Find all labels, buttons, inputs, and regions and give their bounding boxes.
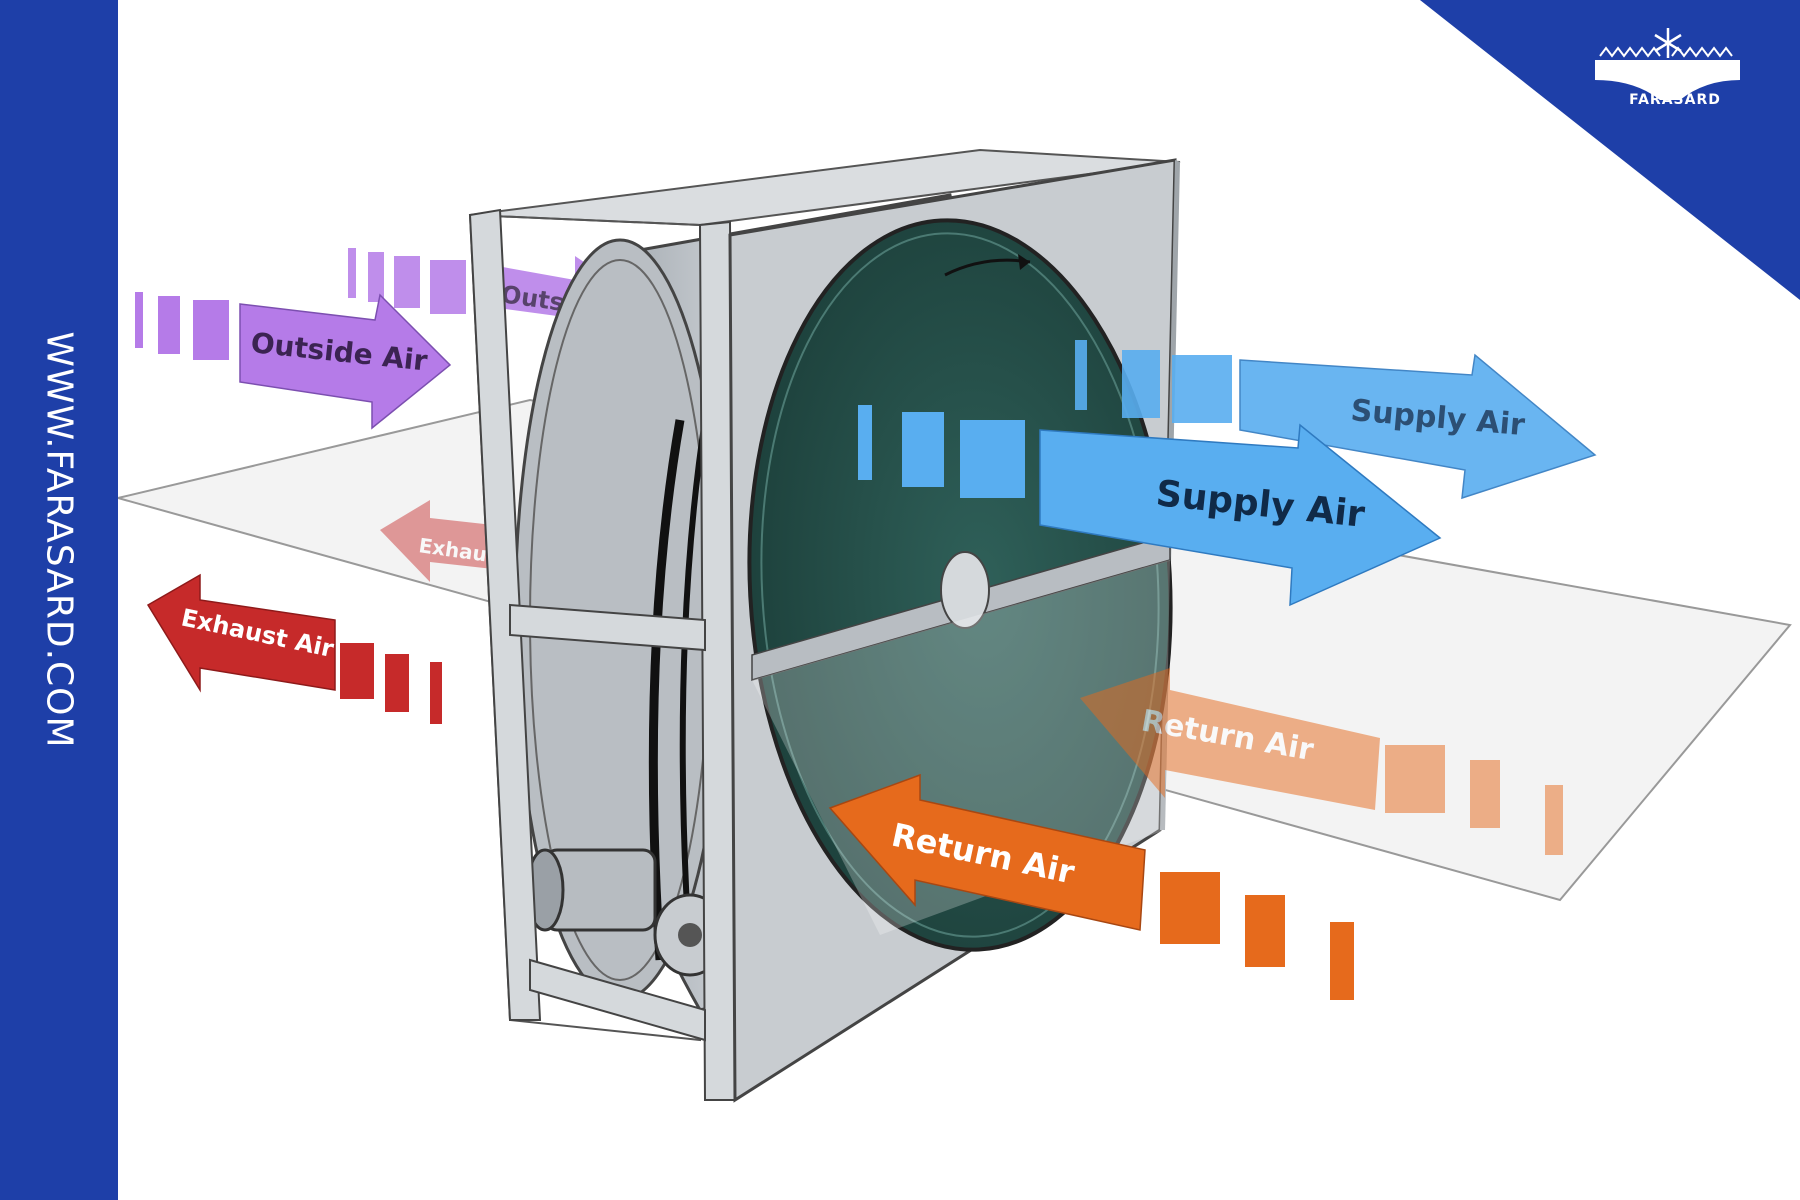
return-air-arrow: Return Air bbox=[828, 773, 1354, 1000]
supply-air-arrow: Supply Air bbox=[858, 405, 1442, 607]
brand-corner bbox=[1420, 0, 1800, 300]
snowflake-icon bbox=[1654, 28, 1682, 58]
brand-logo bbox=[1595, 28, 1740, 100]
website-url[interactable]: WWW.FARASARD.COM bbox=[38, 331, 80, 749]
supply-air-arrow-rear: Supply Air bbox=[1075, 340, 1597, 500]
exhaust-air-arrow: Exhaust Air bbox=[146, 573, 442, 724]
frame-front bbox=[468, 208, 737, 1101]
heat-wheel-face bbox=[747, 218, 1173, 952]
brand-name: FARASARD bbox=[1629, 92, 1721, 108]
sidebar: WWW.FARASARD.COM bbox=[0, 0, 118, 1200]
outside-air-arrow: Outside Air bbox=[135, 292, 452, 430]
